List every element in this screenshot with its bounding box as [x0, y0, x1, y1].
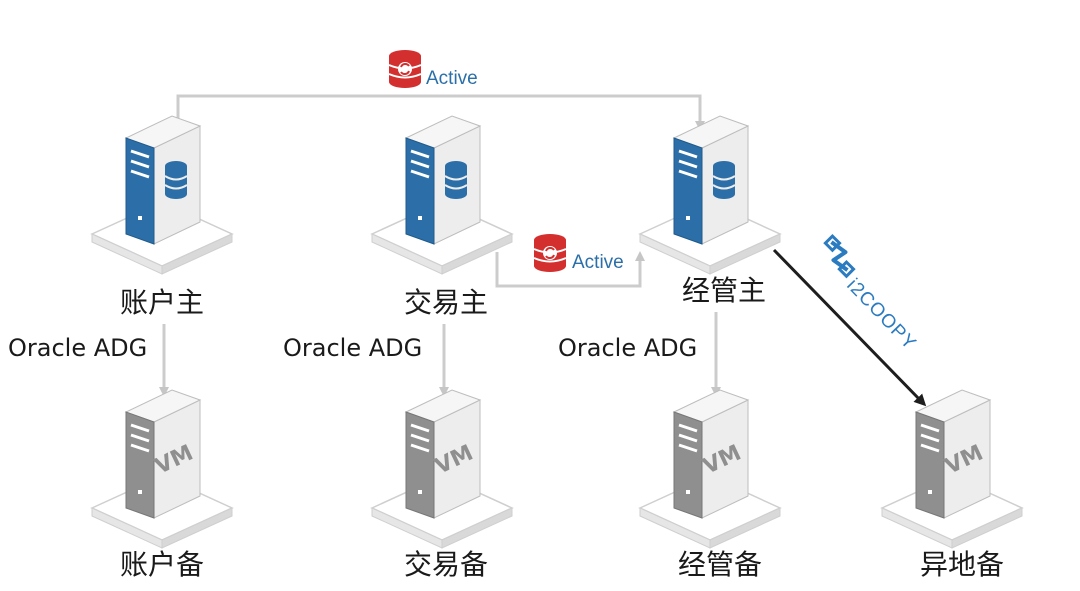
oracle-adg-label-trade: Oracle ADG [283, 334, 422, 362]
node-label-acct-standby: 账户备 [120, 548, 204, 581]
trade-primary-server [370, 114, 514, 276]
oracle-adg-label-mgmt: Oracle ADG [558, 334, 697, 362]
oracle-adg-label-acct: Oracle ADG [8, 334, 147, 362]
node-label-trade-standby: 交易备 [404, 548, 488, 581]
remote-standby-server: VM [880, 388, 1024, 550]
database-sync-icon [533, 233, 567, 273]
node-label-trade-primary: 交易主 [404, 286, 488, 319]
i2coopy-label: i2COOPY [842, 275, 920, 355]
i2coopy-logo-icon [823, 233, 856, 279]
node-label-remote-standby: 异地备 [920, 548, 1004, 581]
node-label-acct-primary: 账户主 [120, 286, 204, 319]
database-server-icon [638, 114, 782, 276]
connector-mgmt-to-remote [772, 248, 927, 407]
database-server-icon [370, 114, 514, 276]
connector-trade-to-mgmt [495, 251, 645, 288]
acct-standby-server: VM [90, 388, 234, 550]
active-label: Active [572, 252, 624, 273]
active-label: Active [426, 68, 478, 89]
node-label-mgmt-standby: 经管备 [678, 548, 762, 581]
trade-standby-server: VM [370, 388, 514, 550]
active-badge-middle: Active [533, 233, 624, 273]
acct-primary-server [90, 114, 234, 276]
i2coopy-badge: i2COOPY [823, 233, 920, 355]
mgmt-standby-server: VM [638, 388, 782, 550]
active-badge-top: Active [388, 49, 478, 89]
connector-acct-to-mgmt [176, 94, 705, 131]
node-label-mgmt-primary: 经管主 [682, 274, 766, 307]
database-server-icon [90, 114, 234, 276]
mgmt-primary-server [638, 114, 782, 276]
database-sync-icon [388, 49, 422, 89]
